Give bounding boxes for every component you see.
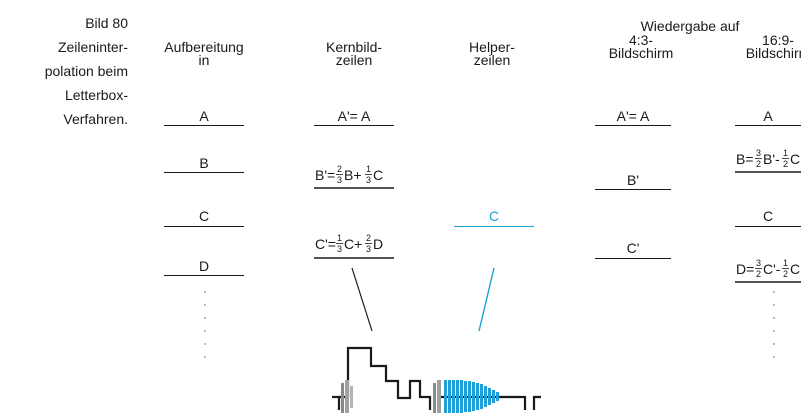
filter-schematic [332, 346, 541, 410]
continuation-dots [204, 291, 775, 358]
scan-line [164, 275, 244, 276]
formula-169-b: B= 3 2 B'- 1 2 C [736, 148, 800, 169]
aufbereitung-line-b: B [199, 155, 209, 171]
helper-line-c: C [488, 208, 500, 224]
figure-caption: Bild 80 Zeileninter- polation beim Lette… [0, 11, 128, 131]
scan-line [164, 226, 244, 227]
screen43-line-c: C' [626, 240, 640, 256]
svg-text:C'=: C'= [315, 236, 336, 252]
header-aufbereitung: Aufbereitung in [164, 39, 244, 68]
svg-text:1: 1 [337, 233, 342, 243]
svg-text:B'=: B'= [315, 167, 335, 183]
svg-text:2: 2 [337, 164, 342, 174]
scan-line [314, 125, 394, 126]
svg-text:3: 3 [366, 244, 371, 254]
scan-line [735, 226, 801, 227]
svg-text:D=: D= [736, 261, 754, 277]
helper-scan-line [454, 226, 534, 227]
header-kernbildzeilen: Kernbild- zeilen [325, 39, 383, 68]
gray-filter-element-mid [433, 380, 441, 413]
svg-text:3: 3 [366, 175, 371, 185]
header-wiedergabe: Wiedergabe auf [640, 18, 740, 34]
caption-line: Verfahren. [63, 111, 128, 127]
scan-line [164, 125, 244, 126]
aufbereitung-line-a: A [199, 108, 209, 124]
screen43-line-b: B' [626, 172, 639, 188]
svg-text:D: D [373, 236, 383, 252]
svg-text:C: C [790, 261, 800, 277]
svg-text:1: 1 [783, 258, 788, 268]
svg-text:C: C [373, 167, 383, 183]
svg-text:3: 3 [337, 244, 342, 254]
connector-kern [351, 267, 373, 332]
svg-text:3: 3 [756, 258, 761, 268]
caption-line: Bild 80 [85, 15, 128, 31]
scan-line [595, 189, 671, 190]
formula-kern-b: B'= 2 3 B+ 1 3 C [315, 164, 383, 185]
scan-line [595, 125, 671, 126]
scan-line [164, 172, 244, 173]
scan-line [735, 125, 801, 126]
svg-text:3: 3 [337, 175, 342, 185]
screen169-line-c: C [762, 208, 774, 224]
aufbereitung-line-c: C [198, 208, 210, 224]
svg-text:1: 1 [783, 148, 788, 158]
svg-text:B'-: B'- [763, 151, 780, 167]
caption-line: Letterbox- [64, 87, 128, 103]
svg-text:B+: B+ [344, 167, 362, 183]
svg-text:C'-: C'- [763, 261, 781, 277]
blue-filter-element [444, 380, 499, 413]
svg-text:1: 1 [366, 164, 371, 174]
formula-169-d: D= 3 2 C'- 1 2 C [736, 258, 800, 279]
screen43-line-a: A'= A [616, 108, 650, 124]
gray-filter-element-left [341, 380, 353, 413]
header-169-bildschirm: 16:9- Bildschirm [745, 32, 801, 61]
caption-line: Zeileninter- [57, 39, 128, 55]
formula-kern-c: C'= 1 3 C+ 2 3 D [315, 233, 383, 254]
svg-text:2: 2 [783, 159, 788, 169]
connector-helper [478, 267, 495, 332]
aufbereitung-line-d: D [198, 258, 210, 274]
screen169-line-a: A [763, 108, 773, 124]
svg-text:2: 2 [756, 159, 761, 169]
svg-text:2: 2 [756, 269, 761, 279]
header-43-bildschirm: 4:3- Bildschirm [608, 32, 674, 61]
svg-text:2: 2 [783, 269, 788, 279]
caption-line: polation beim [44, 63, 128, 79]
svg-text:3: 3 [756, 148, 761, 158]
kern-line-a: A'= A [337, 108, 371, 124]
header-helperzeilen: Helper- zeilen [469, 39, 515, 68]
svg-text:B=: B= [736, 151, 754, 167]
svg-text:C+: C+ [344, 236, 362, 252]
svg-text:2: 2 [366, 233, 371, 243]
svg-text:C: C [790, 151, 800, 167]
scan-line [595, 258, 671, 259]
